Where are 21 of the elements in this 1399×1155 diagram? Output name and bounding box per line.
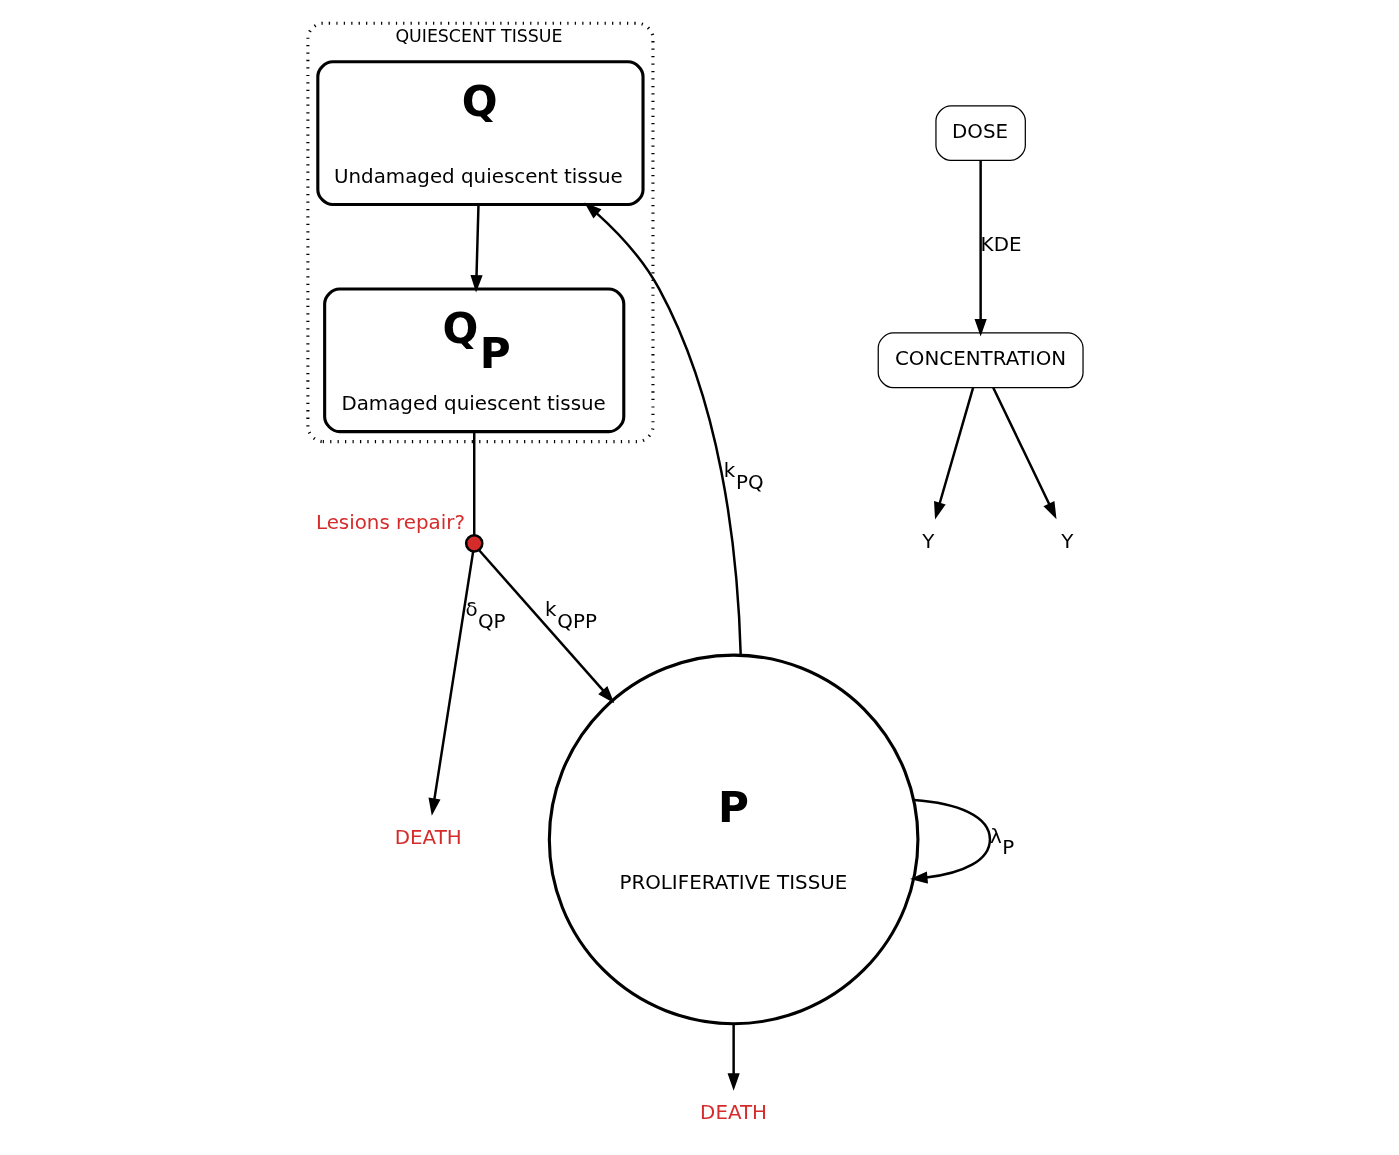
node-box: DOSE: [935, 105, 1026, 162]
arrow: [934, 387, 975, 520]
node-circle: [464, 534, 484, 553]
node-circle: P PROLIFERATIVE TISSUE: [547, 653, 920, 1026]
arrow: [584, 202, 742, 656]
node-text: DEATH: [394, 826, 462, 850]
node-box: CONCENTRATION: [877, 332, 1084, 389]
arrow: [428, 551, 475, 816]
connector: [473, 431, 476, 535]
node-box: Q Undamaged quiescent tissue: [316, 60, 645, 207]
node-text: DEATH: [700, 1101, 768, 1125]
node-text: Y: [1061, 530, 1074, 554]
arrow: [727, 1023, 740, 1091]
arrow: [910, 798, 992, 884]
arrow: [470, 204, 483, 293]
arrow: [992, 387, 1057, 520]
arrow: [974, 160, 987, 337]
arrow: [478, 549, 615, 704]
node-label: Lesions repair?: [315, 510, 465, 534]
edge-label: KDE: [980, 233, 1022, 257]
node-text: Y: [922, 530, 935, 554]
